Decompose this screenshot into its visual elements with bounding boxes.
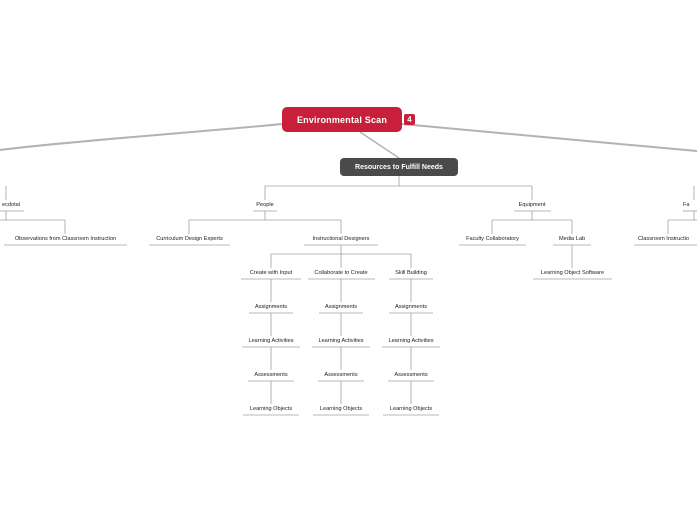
root-title: Environmental Scan xyxy=(296,114,388,125)
anecdotal-node[interactable]: ecdotal xyxy=(1,202,21,208)
learning-object-software-node[interactable]: Learning Object Software xyxy=(540,270,605,276)
fa-node[interactable]: Fa xyxy=(683,202,690,208)
assignments-node[interactable]: Assignments xyxy=(254,304,288,310)
resources-title: Resources to Fulfill Needs xyxy=(355,163,443,171)
media-lab-node[interactable]: Media Lab xyxy=(558,236,586,242)
classroom-instruction-node[interactable]: Classroom Instructio xyxy=(638,236,689,242)
instructional-designers-node[interactable]: Instructional Designers xyxy=(312,236,370,242)
badge-count: 4 xyxy=(407,115,412,124)
people-node[interactable]: People xyxy=(256,202,274,208)
assessments-node[interactable]: Assessments xyxy=(324,372,358,378)
assessments-node[interactable]: Assessments xyxy=(254,372,288,378)
curriculum-experts-node[interactable]: Curriculum Design Experts xyxy=(156,236,223,242)
skill-building-node[interactable]: Skill Building xyxy=(395,270,427,276)
learning-activities-node[interactable]: Learning Activities xyxy=(318,338,364,344)
resources-node[interactable]: Resources to Fulfill Needs xyxy=(340,158,458,176)
assessments-node[interactable]: Assessments xyxy=(394,372,428,378)
learning-objects-node[interactable]: Learning Objects xyxy=(319,406,363,412)
equipment-node[interactable]: Equipment xyxy=(518,202,546,208)
observations-node[interactable]: Observations from Classroom Instruction xyxy=(14,236,117,242)
assignments-node[interactable]: Assignments xyxy=(394,304,428,310)
learning-activities-node[interactable]: Learning Activities xyxy=(248,338,294,344)
collaborate-to-create-node[interactable]: Collaborate to Create xyxy=(314,270,368,276)
learning-activities-node[interactable]: Learning Activities xyxy=(388,338,434,344)
root-node[interactable]: Environmental Scan xyxy=(282,107,402,132)
create-with-input-node[interactable]: Create with Input xyxy=(249,270,293,276)
assignments-node[interactable]: Assignments xyxy=(324,304,358,310)
learning-objects-node[interactable]: Learning Objects xyxy=(249,406,293,412)
learning-objects-node[interactable]: Learning Objects xyxy=(389,406,433,412)
faculty-collaboratory-node[interactable]: Faculty Collaboratory xyxy=(466,236,519,242)
attachment-count-badge[interactable]: 4 xyxy=(404,114,415,125)
